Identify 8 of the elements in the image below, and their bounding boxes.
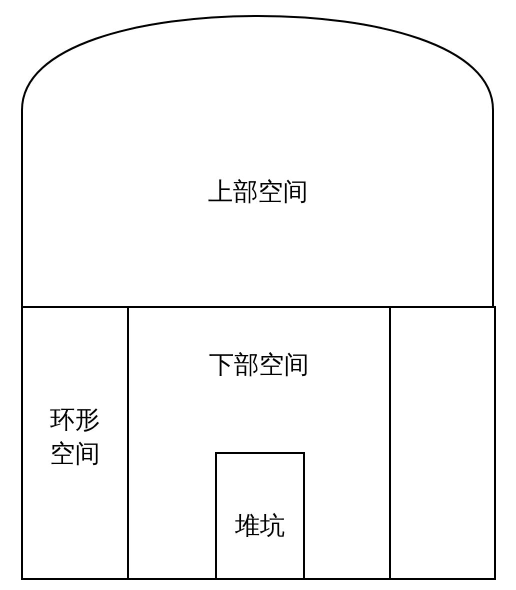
region-label: 环形空间 bbox=[50, 404, 100, 470]
region-label: 上部空间 bbox=[208, 176, 308, 208]
region-box bbox=[389, 306, 496, 580]
dome-region bbox=[21, 15, 495, 308]
region-box bbox=[215, 452, 305, 580]
region-label: 下部空间 bbox=[209, 349, 309, 381]
region-label: 堆坑 bbox=[235, 510, 285, 542]
region-box bbox=[21, 306, 129, 580]
